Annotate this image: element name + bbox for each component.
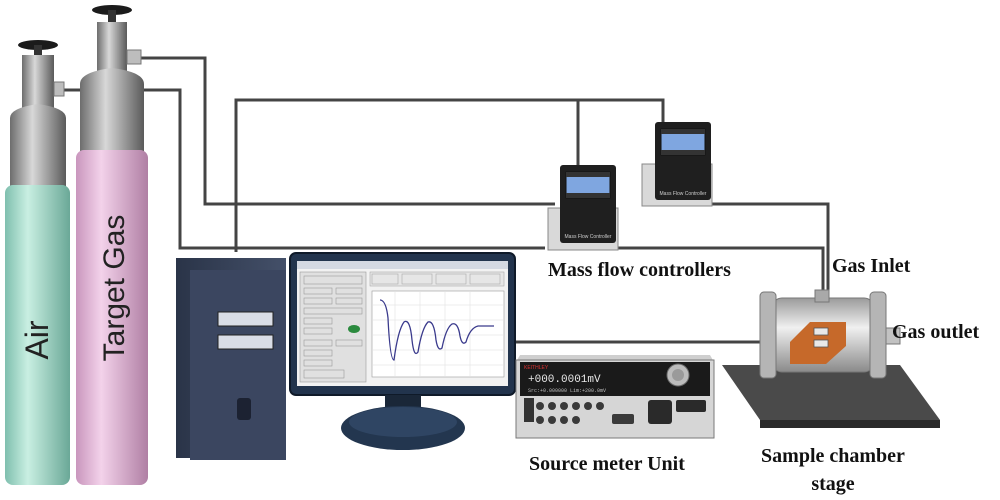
mfc-1-caption: Mass Flow Controller xyxy=(565,234,612,240)
sample-chamber-label-line2: stage xyxy=(811,473,854,495)
air-cylinder-label: Air xyxy=(19,320,55,359)
sample-electrodes xyxy=(813,327,829,348)
air-cylinder: Air xyxy=(5,40,70,485)
smu-brand: KEITHLEY xyxy=(524,365,549,371)
smu-display-subline: Src:+0.000000 Lim:+200.0mV xyxy=(528,388,606,394)
pipe-mfc2-to-chamber xyxy=(712,202,830,300)
smu-display-reading: +000.0001mV xyxy=(528,374,601,386)
sensor-response-plot xyxy=(371,290,505,378)
sample-chamber-label-line1: Sample chamber xyxy=(761,445,905,467)
smu-keypad xyxy=(536,400,706,424)
status-indicator-icon xyxy=(348,325,360,333)
computer-tower xyxy=(176,258,286,460)
target-gas-cylinder-label: Target Gas xyxy=(98,215,131,362)
sample-chamber-stage xyxy=(722,289,940,428)
pipe-target-to-mfc xyxy=(140,56,555,206)
source-meter-unit-label: Source meter Unit xyxy=(529,453,685,475)
pipe-mfc2-top xyxy=(578,98,665,125)
mfc-2-caption: Mass Flow Controller xyxy=(660,191,707,197)
mass-flow-controller-2: Mass Flow Controller xyxy=(641,122,713,207)
response-curve xyxy=(379,299,494,361)
mass-flow-controllers-label: Mass flow controllers xyxy=(548,259,731,281)
pipe-mfc1-to-inlet xyxy=(617,246,825,300)
mass-flow-controller-1: Mass Flow Controller xyxy=(547,165,619,251)
diagram-labels: Mass flow controllers Gas Inlet Gas outl… xyxy=(529,255,980,495)
source-meter-unit: KEITHLEY +000.0001mV Src:+0.000000 Lim:+… xyxy=(515,355,715,439)
pipe-mfc-top-loop xyxy=(234,98,580,252)
computer-monitor xyxy=(289,252,516,450)
target-gas-cylinder: Target Gas xyxy=(76,5,148,485)
gas-outlet-label: Gas outlet xyxy=(892,321,980,343)
software-toolbar xyxy=(369,271,505,287)
gas-inlet-label: Gas Inlet xyxy=(832,255,911,277)
